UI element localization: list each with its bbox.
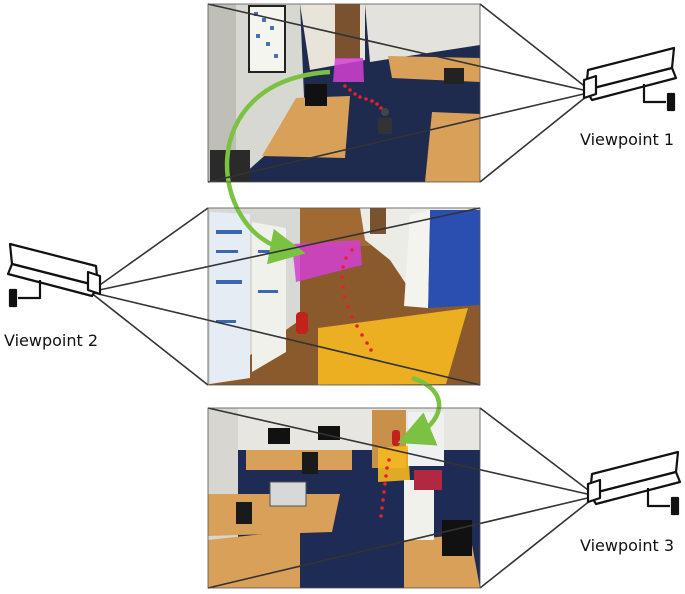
trajectory-dots-1 xyxy=(343,84,383,110)
transition-arrow-1-to-2 xyxy=(224,69,331,265)
trajectory-dots-3 xyxy=(379,458,391,518)
viewpoint-3-label: Viewpoint 3 xyxy=(580,536,674,555)
camera-frustum-1 xyxy=(207,3,593,183)
camera-frustum-3 xyxy=(207,407,597,589)
camera-view-3 xyxy=(208,408,480,588)
viewpoint-2-label: Viewpoint 2 xyxy=(4,331,98,350)
trajectory-dots-2 xyxy=(340,248,373,352)
camera-view-1 xyxy=(208,4,480,182)
security-camera-icon xyxy=(6,242,102,308)
camera-frustum-2 xyxy=(89,207,481,386)
viewpoint-1-label: Viewpoint 1 xyxy=(580,130,674,149)
security-camera-icon xyxy=(582,46,678,112)
security-camera-icon xyxy=(586,450,682,516)
